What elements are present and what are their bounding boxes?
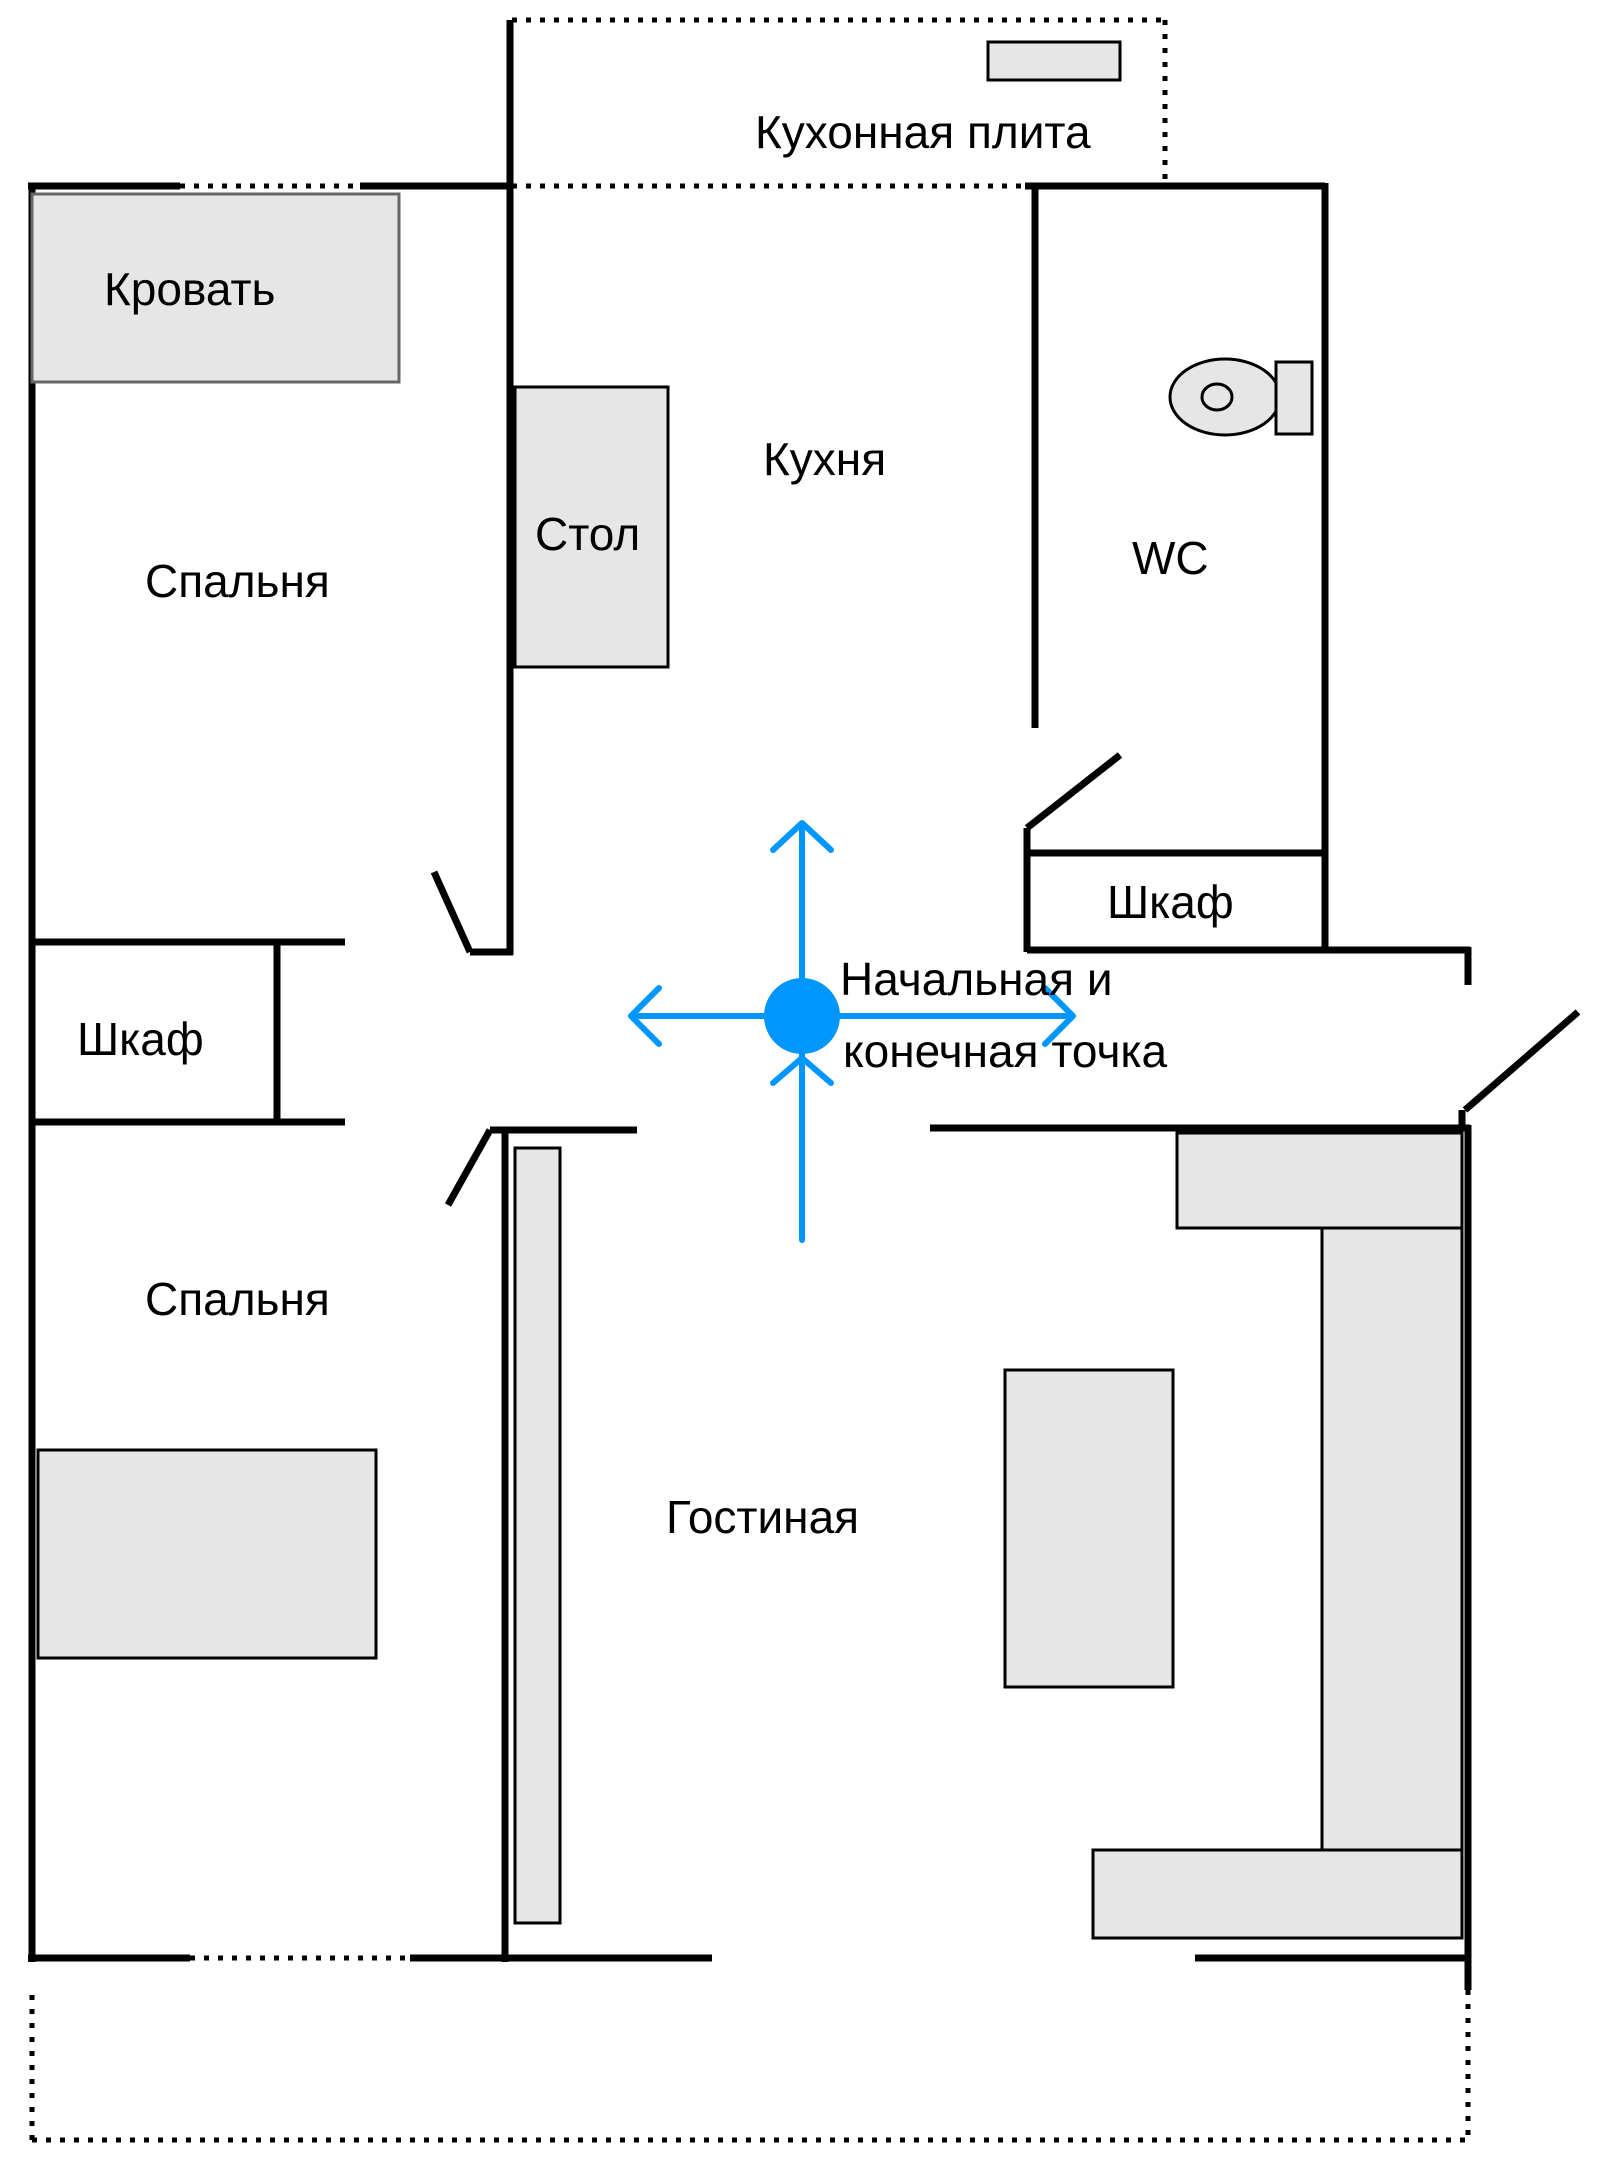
- label-wc: WC: [1132, 532, 1209, 584]
- label-bedroom-bottom: Спальня: [145, 1273, 330, 1325]
- walls: [28, 20, 1581, 1990]
- coffee-table: [1003, 1368, 1175, 1689]
- label-stove: Кухонная плита: [755, 106, 1091, 158]
- table: [513, 385, 670, 669]
- label-living-room: Гостиная: [666, 1491, 859, 1543]
- start-point-icon: [628, 820, 1076, 1243]
- label-table: Стол: [535, 508, 640, 560]
- sofa: [1091, 1131, 1464, 1940]
- bed-top: [30, 192, 401, 384]
- dotted-boundaries: [29, 17, 1471, 2143]
- stove: [986, 40, 1122, 82]
- label-closet-wc: Шкаф: [1107, 876, 1234, 928]
- label-bed: Кровать: [104, 263, 276, 315]
- furniture: [30, 40, 1464, 1940]
- toilet-icon: [1168, 357, 1314, 437]
- wall-shelf: [513, 1146, 562, 1925]
- labels: Кухонная плита Кровать Кухня Стол Спальн…: [77, 106, 1234, 1543]
- label-start-line2: конечная точка: [843, 1025, 1168, 1077]
- label-kitchen: Кухня: [763, 433, 886, 485]
- label-start-line1: Начальная и: [840, 953, 1113, 1005]
- bed-bottom: [36, 1448, 378, 1660]
- label-bedroom-top: Спальня: [145, 555, 330, 607]
- label-closet-left: Шкаф: [77, 1013, 204, 1065]
